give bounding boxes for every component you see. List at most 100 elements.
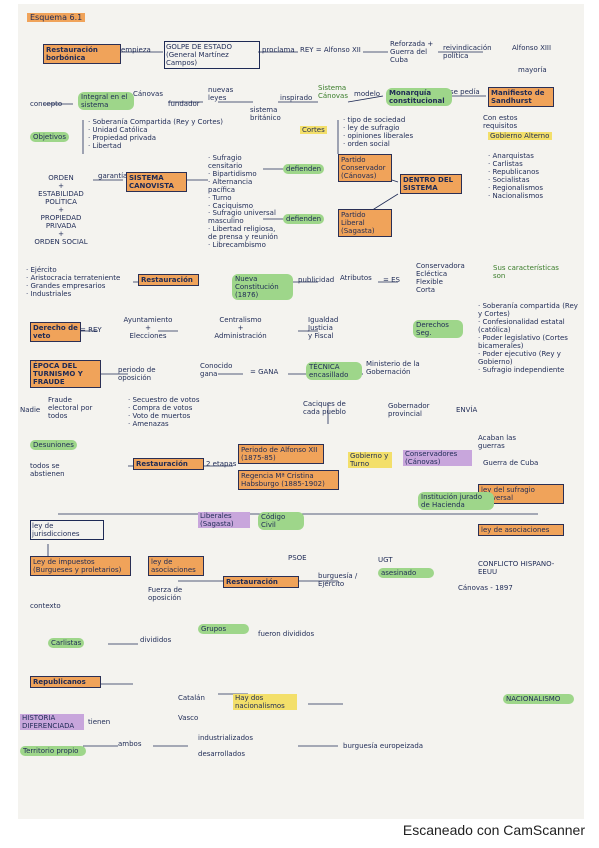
node-cortes: Cortes [300, 126, 327, 134]
node-tecnica: TÉCNICA encasillado [306, 362, 362, 380]
node-conservadores: Conservadores (Cánovas) [403, 450, 472, 466]
node-ley-impuestos: Ley de impuestos (Burgueses y proletario… [30, 556, 131, 576]
node-ejercito: · Ejército · Aristocracia terrateniente … [26, 266, 121, 298]
node-partido-liberal: Partido Liberal (Sagasta) [338, 209, 392, 237]
node-todos-abstencion: todos se abstienen [30, 462, 65, 478]
node-industrializados: industrializados [198, 734, 253, 742]
node-nacionalismo: NACIONALISMO [503, 694, 574, 704]
node-conocido-gana: Conocido gana [200, 362, 233, 378]
node-obj-items: · Soberanía Compartida (Rey y Cortes) · … [88, 118, 224, 150]
node-gobierno-alterno: Gobierno Alterno [488, 132, 552, 140]
node-modelo: modelo [354, 90, 381, 98]
node-centralismo: Centralismo + Administración [214, 316, 267, 340]
node-sufragio-list: · Sufragio universal masculino · Liberta… [208, 209, 278, 249]
node-fraude: Fraude electoral por todos [48, 396, 93, 420]
node-caract-list: · Soberanía compartida (Rey y Cortes) · … [478, 302, 578, 374]
node-golpe-estado: GOLPE DE ESTADO (General Martínez Campos… [164, 41, 260, 69]
node-periodo-alfonso: Periodo de Alfonso XII (1875-85) [238, 444, 324, 464]
node-cortes-list: · tipo de sociedad · ley de sufragio · o… [343, 116, 414, 148]
node-gobierno-turno: Gobierno y Turno [348, 452, 392, 468]
node-liberales: Liberales (Sagasta) [198, 512, 250, 528]
scanned-sheet: Esquema 6.1 Restauración borbónica empie… [18, 4, 584, 819]
node-ley-sufragio-univ: ley del sufragio universal [478, 484, 564, 504]
node-conflicto: CONFLICTO HISPANO-EEUU [478, 560, 555, 576]
node-republicanos: Republicanos [30, 676, 101, 688]
node-catalan: Catalán [178, 694, 205, 702]
node-proclama: proclama [262, 46, 295, 54]
node-burguesia-europeizada: burguesía europeizada [343, 742, 424, 750]
scanner-watermark: Escaneado con CamScanner [402, 822, 585, 838]
node-restauracion-2: Restauración [138, 274, 199, 286]
arrow-6 [347, 95, 384, 103]
node-nueva-constitucion: Nueva Constitución (1876) [232, 274, 293, 300]
node-restauracion-3: Restauración [133, 458, 204, 470]
node-empieza: empieza [121, 46, 151, 54]
node-conservadora: Conservadora Ecléctica Flexible Corta [416, 262, 465, 294]
node-canovas-1897: Cánovas - 1897 [458, 584, 513, 592]
node-reivindicacion: reivindicación política [443, 44, 492, 60]
node-ugt: UGT [378, 556, 393, 564]
node-concepto: concepto [30, 100, 63, 108]
node-acaban: Acaban las guerras [478, 434, 517, 450]
node-hay-dos: Hay dos nacionalismos [233, 694, 297, 710]
node-rey-veto: = REY [80, 326, 102, 334]
node-ley-asociaciones: ley de asociaciones [478, 524, 564, 536]
node-historia: HISTORIA DIFERENCIADA [20, 714, 84, 730]
node-ley-jurisdicciones: ley de jurisdicciones [30, 520, 104, 540]
node-restauracion-4: Restauración [223, 576, 299, 588]
node-fuerza-oposicion: Fuerza de oposición [148, 586, 183, 602]
node-es: = ES [383, 276, 400, 284]
node-divididos: divididos [140, 636, 172, 644]
node-atributos: Atributos [340, 274, 372, 282]
node-contexto: contexto [30, 602, 61, 610]
node-ministerio: Ministerio de la Gobernación [366, 360, 420, 376]
node-fuera-list: · Anarquistas · Carlistas · Republicanos… [488, 152, 544, 200]
node-vasco: Vasco [178, 714, 199, 722]
node-guerra-cuba: Guerra de Cuba [483, 459, 539, 467]
node-dentro-sistema: DENTRO DEL SISTEMA [400, 174, 462, 194]
node-defienden-2: defienden [283, 214, 325, 224]
node-orden: ORDEN + ESTABILIDAD POLÍTICA + PROPIEDAD… [34, 174, 88, 246]
node-objetivos: Objetivos [30, 132, 69, 142]
node-nadie: Nadie [20, 406, 41, 414]
node-tienen: tienen [88, 718, 111, 726]
node-derecho-veto: Derecho de veto [30, 322, 81, 342]
node-periodo-oposicion: periodo de oposición [118, 366, 156, 382]
node-defienden-1: defienden [283, 164, 325, 174]
node-rey-alfonso: REY = Alfonso XII [300, 46, 361, 54]
node-psoe: PSOE [288, 554, 307, 562]
node-inspirado: inspirado [280, 94, 313, 102]
node-sus-caracteristicas: Sus características son [493, 264, 559, 280]
node-gobernador: Gobernador provincial [388, 402, 430, 418]
node-mayoria: mayoría [518, 66, 547, 74]
node-igualdad: Igualdad Justicia y Fiscal [308, 316, 339, 340]
node-sistema-britanico: sistema británico [250, 106, 281, 122]
node-regencia: Regencia Mª Cristina Habsburgo (1885-190… [238, 470, 339, 490]
node-epoca-turnismo: ÉPOCA DEL TURNISMO Y FRAUDE [30, 360, 101, 388]
node-gana: = GANA [250, 368, 279, 376]
node-partido-conservador: Partido Conservador (Cánovas) [338, 154, 392, 182]
node-ley-asoc2: ley de asociaciones [148, 556, 204, 576]
node-publicidad: publicidad [298, 276, 335, 284]
node-etapas: 2 etapas [206, 460, 237, 468]
node-envia: ENVÍA [456, 406, 478, 414]
node-ayuntamiento: Ayuntamiento + Elecciones [123, 316, 173, 340]
node-desuniones: Desuniones [30, 440, 77, 450]
node-derechos: Derechos Seg. [413, 320, 463, 338]
node-grupos: Grupos [198, 624, 249, 634]
node-fraude-list: · Secuestro de votos · Compra de votos ·… [128, 396, 200, 428]
node-territorio: Territorio propio [20, 746, 86, 756]
node-alfonso-xiii: Alfonso XIII [512, 44, 552, 52]
node-reforzada: Reforzada + Guerra del Cuba [390, 40, 434, 64]
node-manifiesto: Manifiesto de Sandhurst [488, 87, 554, 107]
node-asesinado: asesinado [378, 568, 434, 578]
node-institucion: Institución jurado de Hacienda [418, 492, 494, 510]
node-nuevo-leyes: nuevas leyes [208, 86, 234, 102]
node-sistema-canovas: Sistema Cánovas [318, 84, 348, 100]
node-sc-list: · Sufragio censitario · Bipartidismo · A… [208, 154, 257, 210]
node-burguesia: burguesía / Ejército [318, 572, 358, 588]
node-fueron-divididos: fueron divididos [258, 630, 315, 638]
node-carlistas: Carlistas [48, 638, 85, 648]
node-fundador: fundador [168, 100, 200, 108]
node-sistema-canovista: SISTEMA CANOVISTA [126, 172, 187, 192]
